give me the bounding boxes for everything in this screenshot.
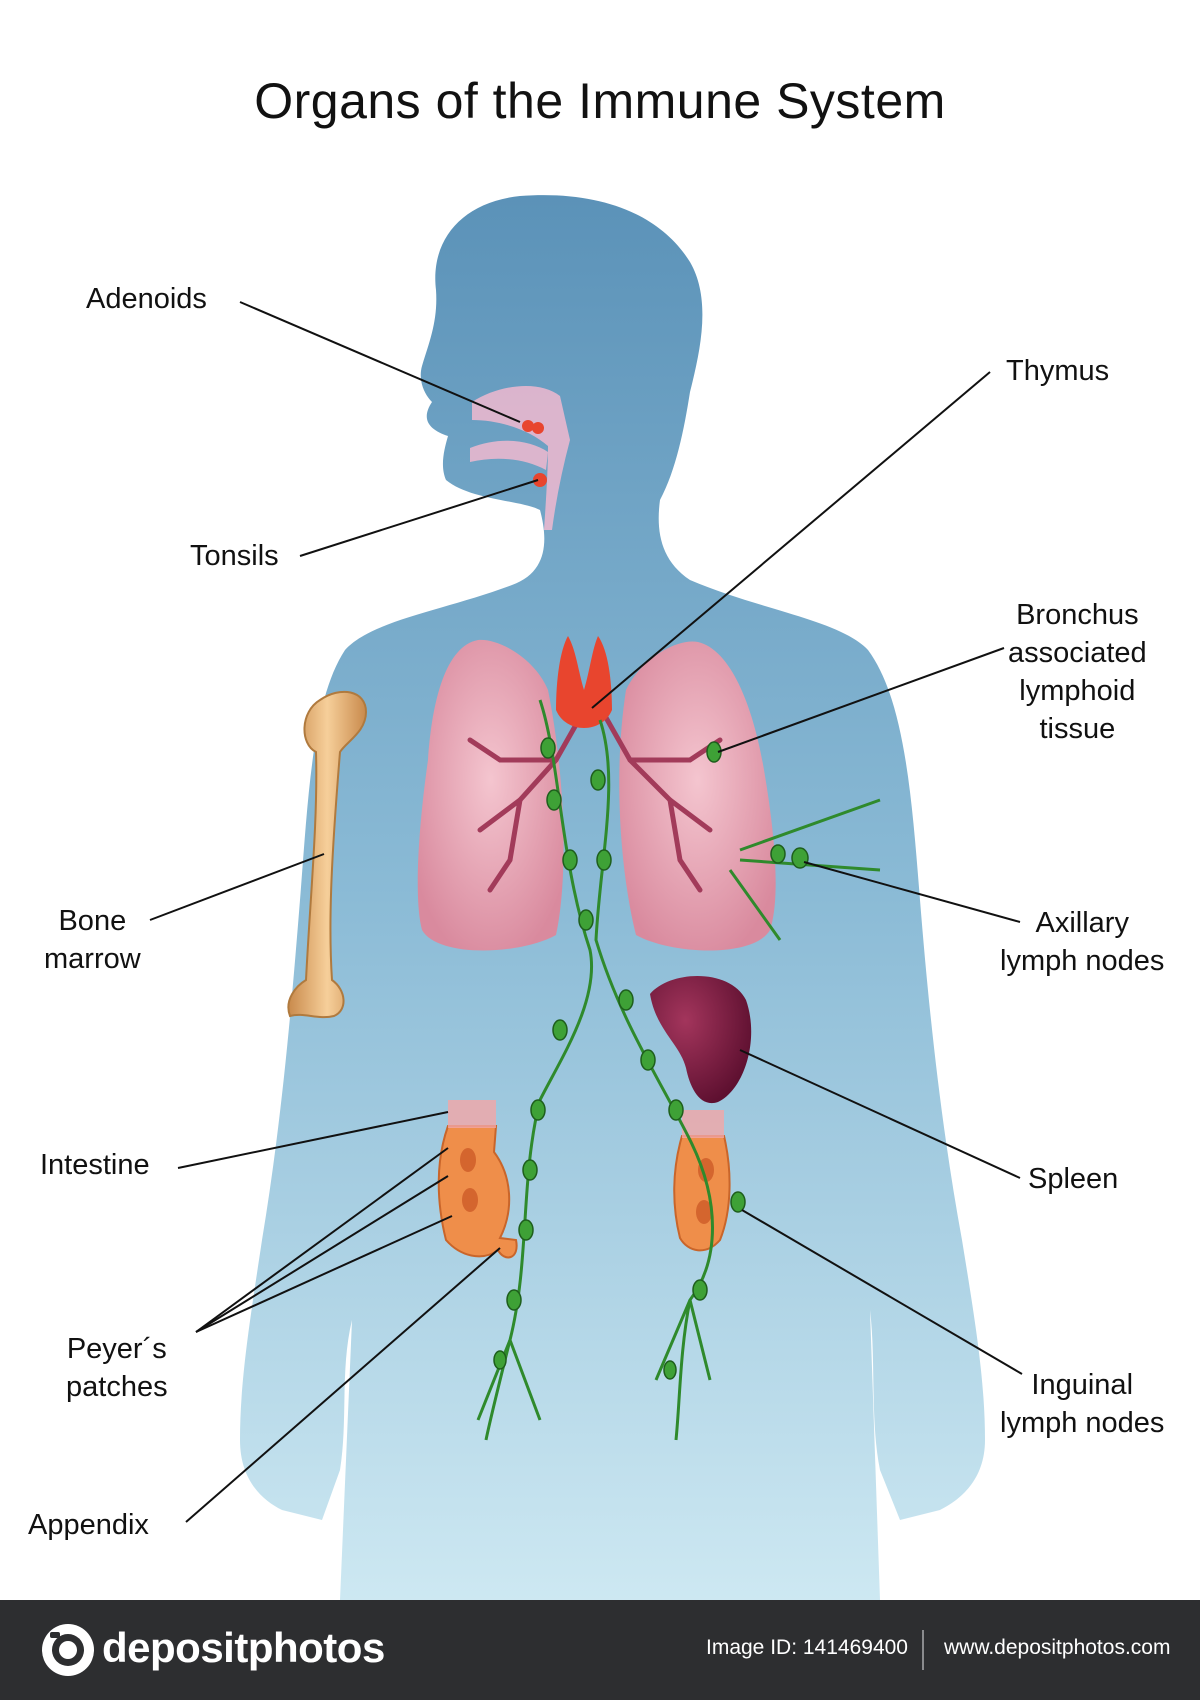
label-balt-line-4: tissue [1039,713,1116,745]
footer-bar: depositphotos Image ID: 141469400 www.de… [0,1600,1200,1700]
page-title: Organs of the Immune System [254,73,946,129]
label-balt-line-1: Bronchus [1016,599,1139,631]
thymus [556,636,612,728]
image-id: Image ID: 141469400 [706,1636,908,1659]
label-axillary-lymph-nodes: Axillary lymph nodes [1000,904,1164,980]
label-peyers-line-2: patches [66,1371,168,1403]
label-thymus: Thymus [1006,355,1110,387]
label-appendix: Appendix [28,1509,149,1541]
lymph-nodes [493,737,809,1380]
label-bone-marrow: Bone marrow [44,902,141,978]
throat-passage [470,385,570,530]
label-balt: Bronchus associated lymphoid tissue [1008,596,1147,748]
label-axillary-line-1: Axillary [1035,907,1129,939]
label-inguinal-lymph-nodes: Inguinal lymph nodes [1000,1366,1164,1442]
spleen [650,975,752,1104]
leader-lines [149,301,1023,1523]
label-balt-line-2: associated [1008,637,1147,669]
label-intestine: Intestine [40,1149,150,1181]
label-peyers-patches: Peyer´s patches [66,1330,168,1406]
label-axillary-line-2: lymph nodes [1000,945,1165,977]
intestine [437,1100,731,1259]
label-bone-marrow-line-2: marrow [44,943,141,975]
bone-humerus [287,690,368,1019]
footer-divider [922,1630,924,1670]
site-url: www.depositphotos.com [944,1636,1171,1659]
label-peyers-line-1: Peyer´s [66,1333,167,1365]
lungs [417,639,776,951]
lymphatic-vessels [476,699,881,1441]
label-adenoids: Adenoids [86,283,207,315]
label-inguinal-line-1: Inguinal [1031,1369,1134,1401]
label-balt-line-3: lymphoid [1019,675,1136,707]
brand-wordmark: depositphotos [102,1624,385,1671]
label-spleen: Spleen [1028,1163,1119,1195]
label-bone-marrow-line-1: Bone [58,905,127,937]
label-inguinal-line-2: lymph nodes [1000,1407,1165,1439]
label-tonsils: Tonsils [190,540,279,572]
body-silhouette [240,195,985,1601]
camera-logo-icon [42,1624,94,1676]
